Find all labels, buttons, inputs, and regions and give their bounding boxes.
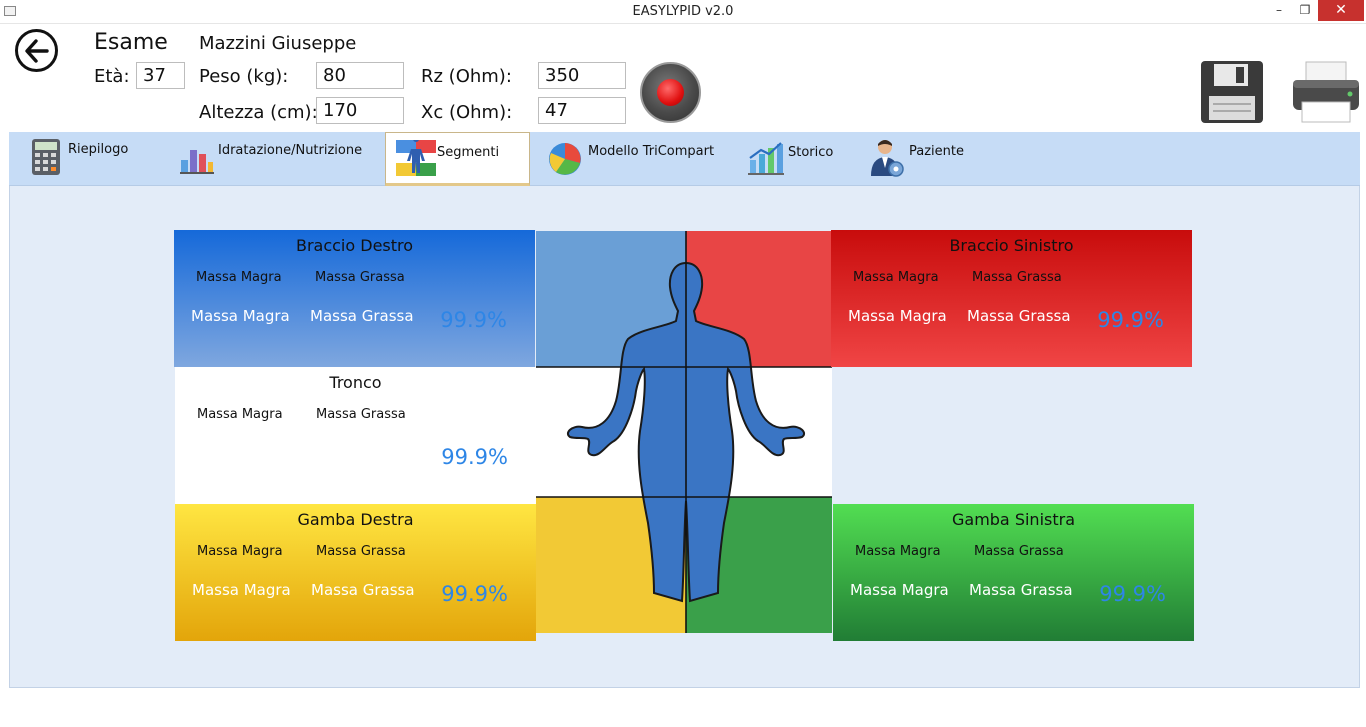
patient-icon [871, 140, 904, 177]
fat-mass-label: Massa Grassa [315, 270, 405, 285]
segment-gamba-sinistra: Gamba Sinistra Massa Magra Massa Grassa … [833, 504, 1194, 641]
xc-field[interactable] [538, 97, 626, 124]
rz-label: Rz (Ohm): [421, 66, 512, 87]
fat-mass-value: Massa Grassa [311, 444, 415, 462]
xc-label: Xc (Ohm): [421, 102, 513, 123]
segment-title: Braccio Destro [295, 236, 414, 255]
record-icon [657, 79, 684, 106]
tab-label: Modello TriCompart [588, 144, 715, 159]
fat-mass-value: Massa Grassa [310, 307, 414, 325]
window-title: EASYLYPID v2.0 [632, 4, 734, 19]
tab-bar: Riepilogo Idratazione/Nutrizione Segment… [9, 132, 1360, 186]
tab-label: Paziente [909, 144, 964, 159]
age-field[interactable] [136, 62, 185, 89]
fat-mass-value: Massa Grassa [967, 307, 1071, 325]
maximize-button[interactable]: ❐ [1299, 3, 1311, 17]
lean-mass-value: Massa Magra [848, 307, 947, 325]
lean-mass-value: Massa Magra [192, 581, 291, 599]
weight-label: Peso (kg): [199, 66, 289, 87]
lean-mass-label: Massa Magra [197, 407, 283, 422]
fat-mass-label: Massa Grassa [316, 544, 406, 559]
segment-percent: 99.9% [441, 582, 508, 606]
arrow-left-icon [25, 39, 49, 63]
segment-percent: 99.9% [1099, 582, 1166, 606]
tab-label: Riepilogo [68, 142, 129, 157]
rz-field[interactable] [538, 62, 626, 89]
tab-riepilogo[interactable]: Riepilogo [29, 132, 179, 186]
tab-idratazione[interactable]: Idratazione/Nutrizione [177, 132, 387, 186]
tab-segmenti[interactable]: Segmenti [385, 132, 530, 186]
height-label: Altezza (cm): [199, 102, 318, 123]
fat-mass-value: Massa Grassa [969, 581, 1073, 599]
app-icon [4, 6, 16, 16]
tab-storico[interactable]: Storico [745, 132, 855, 186]
title-bar: EASYLYPID v2.0 – ❐ ✕ [0, 0, 1366, 24]
tab-label: Segmenti [437, 145, 500, 160]
segment-title: Tronco [329, 373, 382, 392]
bar-chart-icon [180, 150, 214, 174]
fat-mass-label: Massa Grassa [972, 270, 1062, 285]
lean-mass-value: Massa Magra [192, 444, 291, 462]
minimize-button[interactable]: – [1276, 3, 1282, 17]
segment-percent: 99.9% [441, 445, 508, 469]
weight-field[interactable] [316, 62, 404, 89]
segment-braccio-sinistro: Braccio Sinistro Massa Magra Massa Grass… [831, 230, 1192, 367]
body-segments-icon [396, 140, 436, 176]
print-icon[interactable] [1290, 60, 1362, 124]
lean-mass-label: Massa Magra [853, 270, 939, 285]
fat-mass-label: Massa Grassa [974, 544, 1064, 559]
segment-percent: 99.9% [1097, 308, 1164, 332]
trend-chart-icon [748, 142, 784, 175]
fat-mass-label: Massa Grassa [316, 407, 406, 422]
save-icon[interactable] [1200, 60, 1264, 124]
segment-title: Gamba Destra [297, 510, 414, 529]
pie-chart-icon [549, 143, 581, 175]
tab-label: Idratazione/Nutrizione [218, 143, 363, 158]
exam-label: Esame [94, 30, 168, 55]
segment-gamba-destra: Gamba Destra Massa Magra Massa Grassa Ma… [175, 504, 536, 641]
lean-mass-value: Massa Magra [850, 581, 949, 599]
segment-percent: 99.9% [440, 308, 507, 332]
lean-mass-value: Massa Magra [191, 307, 290, 325]
fat-mass-value: Massa Grassa [311, 581, 415, 599]
segment-title: Braccio Sinistro [949, 236, 1074, 255]
segment-tronco: Tronco Massa Magra Massa Grassa Massa Ma… [175, 367, 536, 504]
close-button[interactable]: ✕ [1318, 0, 1364, 21]
measure-button[interactable] [640, 62, 701, 123]
body-segments-graphic [536, 231, 832, 633]
lean-mass-label: Massa Magra [197, 544, 283, 559]
segment-braccio-destro: Braccio Destro Massa Magra Massa Grassa … [174, 230, 535, 367]
tab-paziente[interactable]: Paziente [867, 132, 987, 186]
age-label: Età: [94, 66, 130, 87]
tab-modello-tricompart[interactable]: Modello TriCompart [544, 132, 729, 186]
segment-title: Gamba Sinistra [951, 510, 1075, 529]
height-field[interactable] [316, 97, 404, 124]
lean-mass-label: Massa Magra [855, 544, 941, 559]
back-button[interactable] [15, 29, 58, 72]
lean-mass-label: Massa Magra [196, 270, 282, 285]
tab-label: Storico [788, 145, 834, 160]
patient-name: Mazzini Giuseppe [199, 33, 357, 54]
calculator-icon [32, 139, 60, 175]
